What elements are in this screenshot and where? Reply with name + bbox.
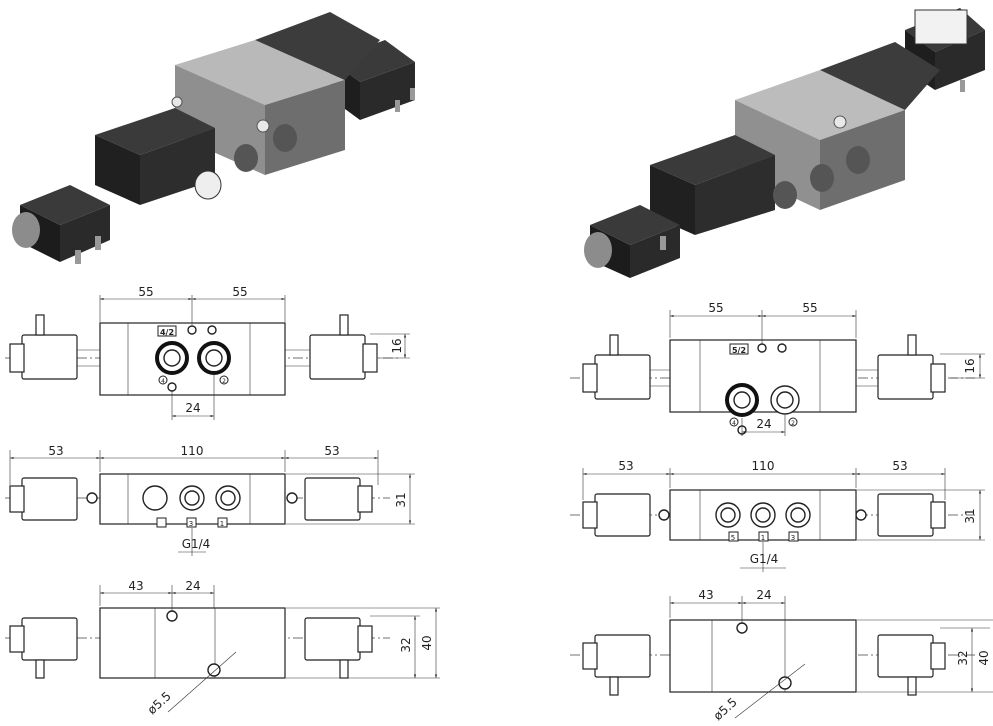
- left-dim-110: 110: [181, 444, 204, 458]
- left-top-port-a: 4: [161, 378, 165, 385]
- left-side-view: 3 1 53 110 53 31 G1/4: [5, 444, 415, 556]
- right-dim-43: 43: [698, 588, 713, 602]
- left-dim-53b: 53: [324, 444, 339, 458]
- left-dim-32: 32: [399, 637, 413, 652]
- right-top-port-a: 4: [732, 420, 736, 427]
- right-top-view: 5/2 4 2 55 55 24 16: [570, 301, 985, 436]
- right-dim-24b: 24: [756, 588, 771, 602]
- left-dim-55a: 55: [138, 285, 153, 299]
- left-side-port-b: 1: [220, 520, 224, 528]
- left-valve-label: 4/2: [160, 328, 174, 337]
- left-side-port-a: 3: [189, 520, 193, 528]
- left-dim-24b: 24: [185, 579, 200, 593]
- left-thread-label: G1/4: [182, 537, 211, 551]
- left-dim-16: 16: [390, 338, 404, 353]
- right-dim-40: 40: [977, 650, 991, 665]
- right-dim-53b: 53: [892, 459, 907, 473]
- right-side-port-a: 5: [731, 534, 735, 542]
- left-valve-3d-render: [12, 12, 415, 264]
- right-dim-53a: 53: [618, 459, 633, 473]
- right-valve-3d-render: [584, 8, 985, 278]
- left-front-view: 43 24 32 40 ø5.5: [5, 579, 440, 717]
- left-dim-40: 40: [420, 635, 434, 650]
- right-dim-55a: 55: [708, 301, 723, 315]
- right-dim-110: 110: [752, 459, 775, 473]
- right-front-view: 43 24 32 40 ø5.5: [570, 588, 993, 723]
- left-top-port-b: 2: [222, 378, 226, 385]
- right-dim-31: 31: [963, 508, 977, 523]
- left-top-view: 4/2 4 2 55 55 24 16: [5, 285, 410, 420]
- right-dim-32: 32: [956, 650, 970, 665]
- right-side-port-b: 1: [761, 534, 765, 542]
- right-dim-24: 24: [756, 417, 771, 431]
- left-dim-55b: 55: [232, 285, 247, 299]
- right-side-port-c: 3: [791, 534, 795, 542]
- right-valve-label: 5/2: [732, 346, 746, 355]
- left-dim-43: 43: [128, 579, 143, 593]
- right-top-port-b: 2: [791, 420, 795, 427]
- left-dim-53a: 53: [48, 444, 63, 458]
- right-dim-55b: 55: [802, 301, 817, 315]
- left-dim-31: 31: [394, 492, 408, 507]
- right-dim-16: 16: [963, 358, 977, 373]
- right-side-view: 5 1 3 53 110 53 31 G1/4: [570, 459, 985, 572]
- left-dim-24: 24: [185, 401, 200, 415]
- right-thread-label: G1/4: [750, 552, 779, 566]
- left-hole-label: ø5.5: [145, 689, 174, 717]
